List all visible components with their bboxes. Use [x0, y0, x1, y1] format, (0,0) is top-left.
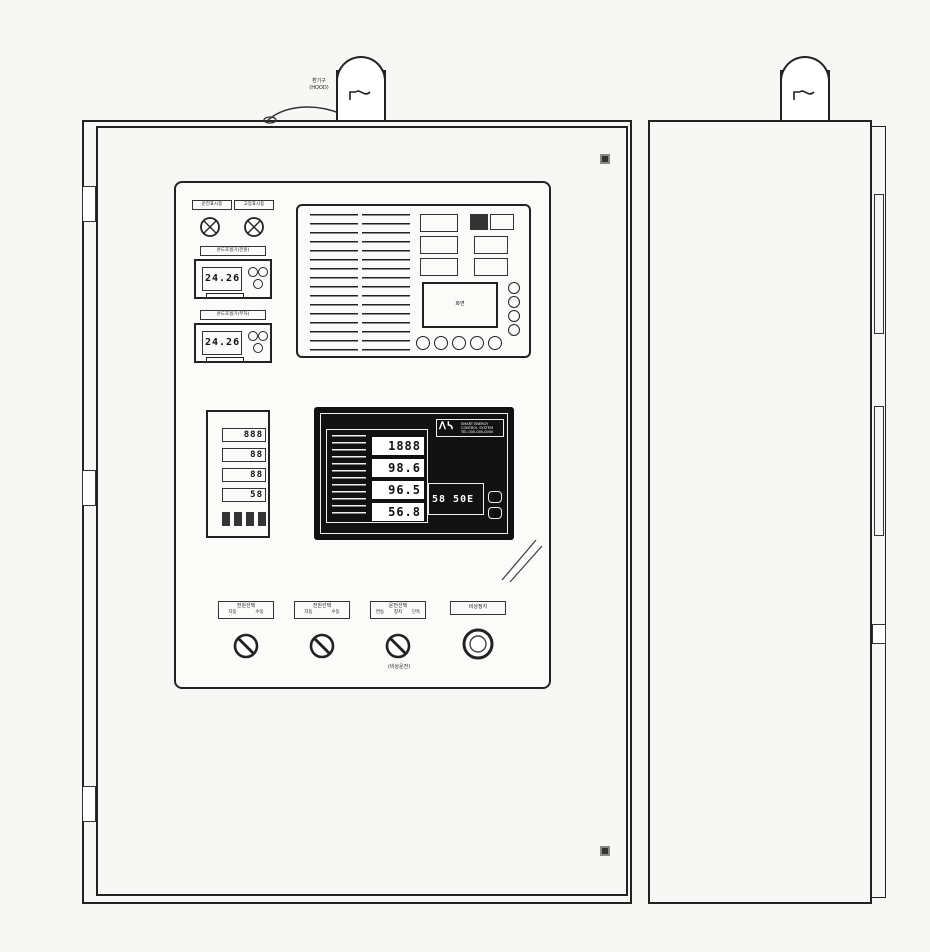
temp-controller-1[interactable]: 24.26	[194, 259, 272, 299]
main-cabinet	[82, 120, 632, 904]
side-hinge-middle	[874, 406, 884, 536]
emergency-stop-button[interactable]	[461, 627, 495, 661]
selector-switch-2[interactable]	[308, 632, 336, 660]
fault-lamp-icon	[244, 217, 264, 237]
side-hinge-top	[874, 194, 884, 334]
bottom-round-button[interactable]	[416, 336, 430, 350]
meter-key-row[interactable]	[222, 512, 266, 526]
controller-key-icon[interactable]	[248, 267, 258, 277]
meter-display-4: 58	[222, 488, 266, 502]
controller-label-2: 온도조절기(부하)	[200, 310, 266, 320]
side-round-button[interactable]	[508, 296, 520, 308]
meter-display-3: 88	[222, 468, 266, 482]
plc-readout-3: 96.5	[372, 481, 424, 499]
switch-group[interactable]	[420, 214, 458, 232]
hmi-panel: 화면	[296, 204, 531, 358]
door-lock-top[interactable]	[600, 154, 610, 164]
switch-group[interactable]	[474, 258, 508, 276]
bottom-round-button[interactable]	[470, 336, 484, 350]
side-latch[interactable]	[872, 624, 886, 644]
status-block	[470, 214, 488, 230]
indicator-column-1	[310, 214, 358, 354]
lamp-label-run: 운전표시등	[192, 200, 232, 210]
controller-key-icon[interactable]	[253, 279, 263, 289]
selector-switch-3[interactable]	[384, 632, 412, 660]
meter-display-2: 88	[222, 448, 266, 462]
side-round-button[interactable]	[508, 310, 520, 322]
bottom-round-button[interactable]	[488, 336, 502, 350]
side-cabinet-body	[648, 120, 872, 904]
selector-switch-1[interactable]	[232, 632, 260, 660]
controller-readout-1: 24.26	[205, 273, 241, 284]
plc-readout-1: 1888	[372, 437, 424, 455]
bottom-round-button[interactable]	[434, 336, 448, 350]
controller-key-icon[interactable]	[258, 267, 268, 277]
status-label	[490, 214, 514, 230]
meter-unit: 888 88 88 58	[206, 410, 270, 538]
emergency-label: 비상정지	[450, 601, 506, 615]
glass-reflection	[501, 539, 543, 583]
controller-key-icon[interactable]	[248, 331, 258, 341]
meter-display-1: 888	[222, 428, 266, 442]
side-cabinet	[648, 120, 888, 904]
switch-group[interactable]	[474, 236, 508, 254]
plc-display[interactable]: ᐱᓴ SMART ENERGY CONTROL SYSTEM TEL 000-0…	[314, 407, 514, 540]
plc-label-ticks	[332, 435, 366, 519]
vent-hood-main	[336, 56, 386, 122]
hmi-screen[interactable]: 화면	[422, 282, 498, 328]
bottom-round-button[interactable]	[452, 336, 466, 350]
side-cabinet-edge	[870, 126, 886, 898]
hinge-middle	[82, 470, 96, 506]
vent-hood-side	[780, 56, 830, 122]
plc-clock: 58 50E	[428, 483, 484, 515]
side-round-button[interactable]	[508, 282, 520, 294]
hinge-top	[82, 186, 96, 222]
plc-readout-4: 56.8	[372, 503, 424, 521]
vent-symbol-icon	[349, 90, 371, 100]
controller-readout-2: 24.26	[205, 337, 241, 348]
run-lamp-icon	[200, 217, 220, 237]
controller-label-1: 온도조절기(전원)	[200, 246, 266, 256]
vent-tag: 환기구(HOOD)	[309, 78, 329, 91]
side-round-button[interactable]	[508, 324, 520, 336]
lamp-label-fault: 고장표시등	[234, 200, 274, 210]
vent-symbol-icon	[793, 90, 815, 100]
cable-line	[263, 106, 343, 124]
selector-caption: (비상운전)	[387, 664, 411, 670]
indicator-column-2	[362, 214, 410, 354]
hinge-bottom	[82, 786, 96, 822]
plc-readout-2: 98.6	[372, 459, 424, 477]
cabinet-door[interactable]	[96, 126, 628, 896]
temp-controller-2[interactable]: 24.26	[194, 323, 272, 363]
controller-key-icon[interactable]	[258, 331, 268, 341]
controller-key-icon[interactable]	[253, 343, 263, 353]
switch-group[interactable]	[420, 236, 458, 254]
plc-side-button[interactable]	[488, 491, 502, 503]
door-lock-bottom[interactable]	[600, 846, 610, 856]
plc-logo: ᐱᓴ SMART ENERGY CONTROL SYSTEM TEL 000-0…	[436, 419, 504, 437]
plc-side-button[interactable]	[488, 507, 502, 519]
switch-group[interactable]	[420, 258, 458, 276]
